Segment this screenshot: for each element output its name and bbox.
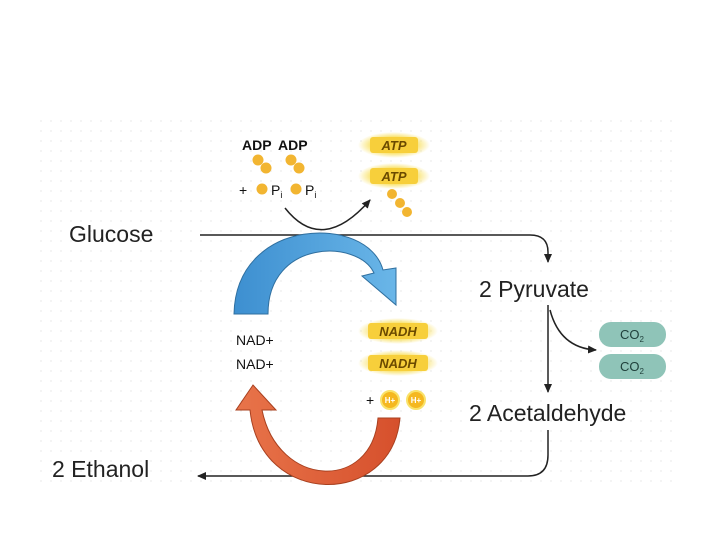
- nad-reduction-arrow: [233, 232, 397, 315]
- h-label-1: H+: [385, 396, 396, 405]
- phosphate-dot-2: [290, 183, 302, 195]
- atp-phosphate-tail: [387, 189, 412, 217]
- h-label-2: H+: [411, 396, 422, 405]
- nad-label-2: NAD+: [236, 356, 274, 372]
- glucose-label: Glucose: [69, 221, 153, 247]
- co2-bubble-1: CO2: [599, 322, 666, 347]
- co2-bubble-2: CO2: [599, 354, 666, 379]
- atp-badge-1: ATP: [358, 132, 430, 158]
- plus-sign-h: +: [366, 392, 374, 408]
- nadh-label-1: NADH: [379, 324, 417, 339]
- pyruvate-label: 2 Pyruvate: [479, 276, 589, 302]
- co2-release-arrow: [549, 309, 597, 354]
- glucose-to-pyruvate-arrow: [200, 234, 552, 263]
- atp-label-2: ATP: [380, 169, 406, 184]
- nadh-label-2: NADH: [379, 356, 417, 371]
- pi-label-1: Pi: [271, 182, 282, 200]
- phosphate-dot-1: [256, 183, 268, 195]
- adp-label-2: ADP: [278, 137, 308, 153]
- hydrogen-ion-2: H+: [406, 390, 426, 410]
- plus-sign-pi: +: [239, 182, 247, 198]
- atp-label-1: ATP: [380, 138, 406, 153]
- co2-label-2: CO2: [620, 359, 645, 376]
- atp-badge-2: ATP: [358, 163, 430, 189]
- dotted-background: [40, 120, 680, 490]
- hydrogen-ion-1: H+: [380, 390, 400, 410]
- adp-label-1: ADP: [242, 137, 272, 153]
- nadh-oxidation-arrow: [235, 384, 401, 485]
- acetaldehyde-to-ethanol-arrow: [197, 430, 549, 480]
- nadh-badge-2: NADH: [358, 350, 438, 376]
- nadh-badge-1: NADH: [358, 318, 438, 344]
- acetaldehyde-label: 2 Acetaldehyde: [469, 400, 626, 426]
- atp-formation-arrow: [284, 199, 371, 231]
- pi-label-2: Pi: [305, 182, 316, 200]
- nad-label-1: NAD+: [236, 332, 274, 348]
- ethanol-label: 2 Ethanol: [52, 456, 149, 482]
- co2-label-1: CO2: [620, 327, 645, 344]
- adp-phosphate-dots: [252, 154, 305, 174]
